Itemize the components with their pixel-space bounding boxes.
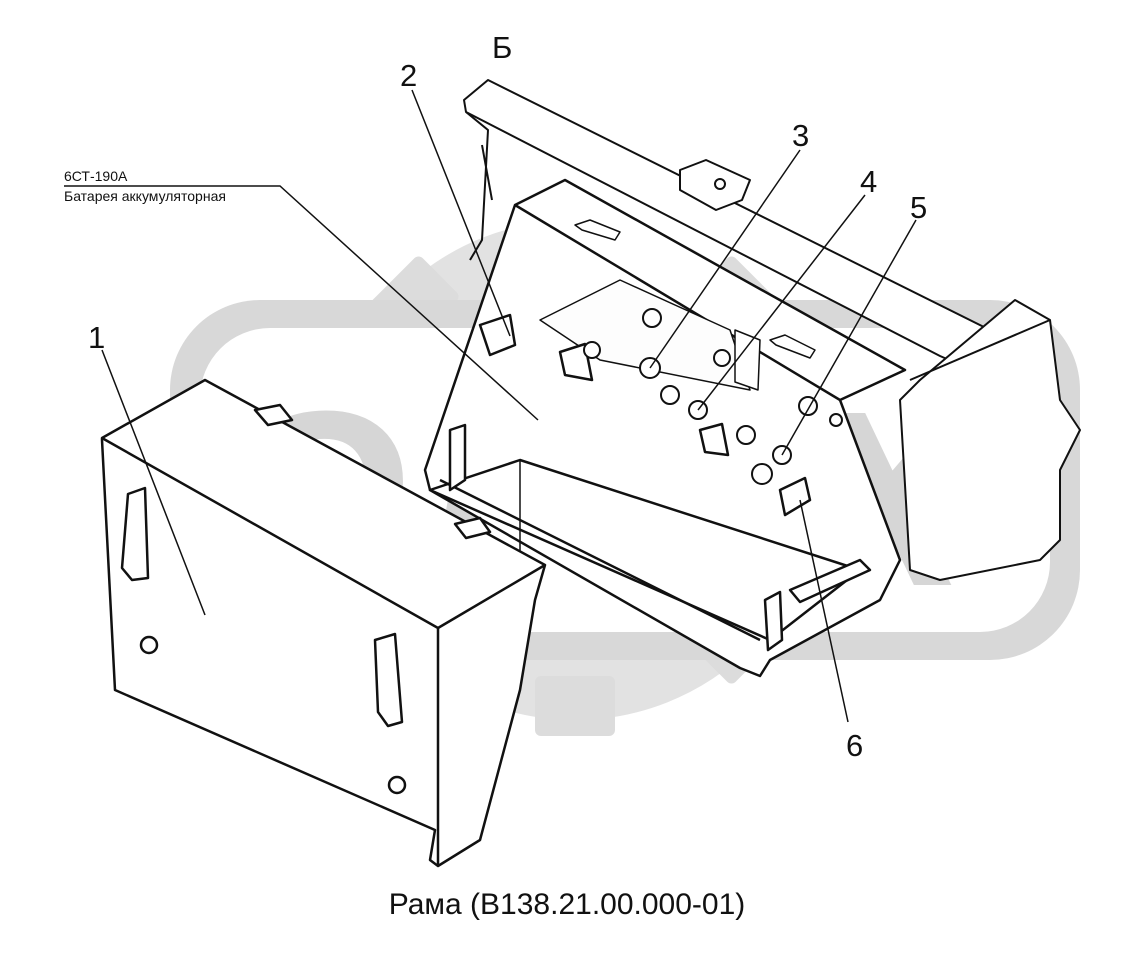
- callout-2: 2: [400, 58, 418, 93]
- callout-1: 1: [88, 320, 106, 355]
- battery-model-label: 6СТ-190А: [64, 168, 128, 184]
- battery-name-label: Батарея аккумуляторная: [64, 188, 226, 204]
- callout-5: 5: [910, 190, 928, 225]
- leader-lines: [64, 89, 917, 723]
- frame-rail: [463, 79, 1043, 383]
- callout-4: 4: [860, 164, 878, 199]
- callout-6: 6: [846, 728, 864, 763]
- battery-lid: [100, 378, 547, 868]
- view-label: Б: [492, 30, 513, 65]
- callout-3: 3: [792, 118, 810, 153]
- battery-box: [423, 178, 907, 678]
- diagram-caption: Рама (В138.21.00.000-01): [388, 888, 746, 921]
- frame-crossmember: [899, 299, 1081, 581]
- terminals: [583, 308, 843, 485]
